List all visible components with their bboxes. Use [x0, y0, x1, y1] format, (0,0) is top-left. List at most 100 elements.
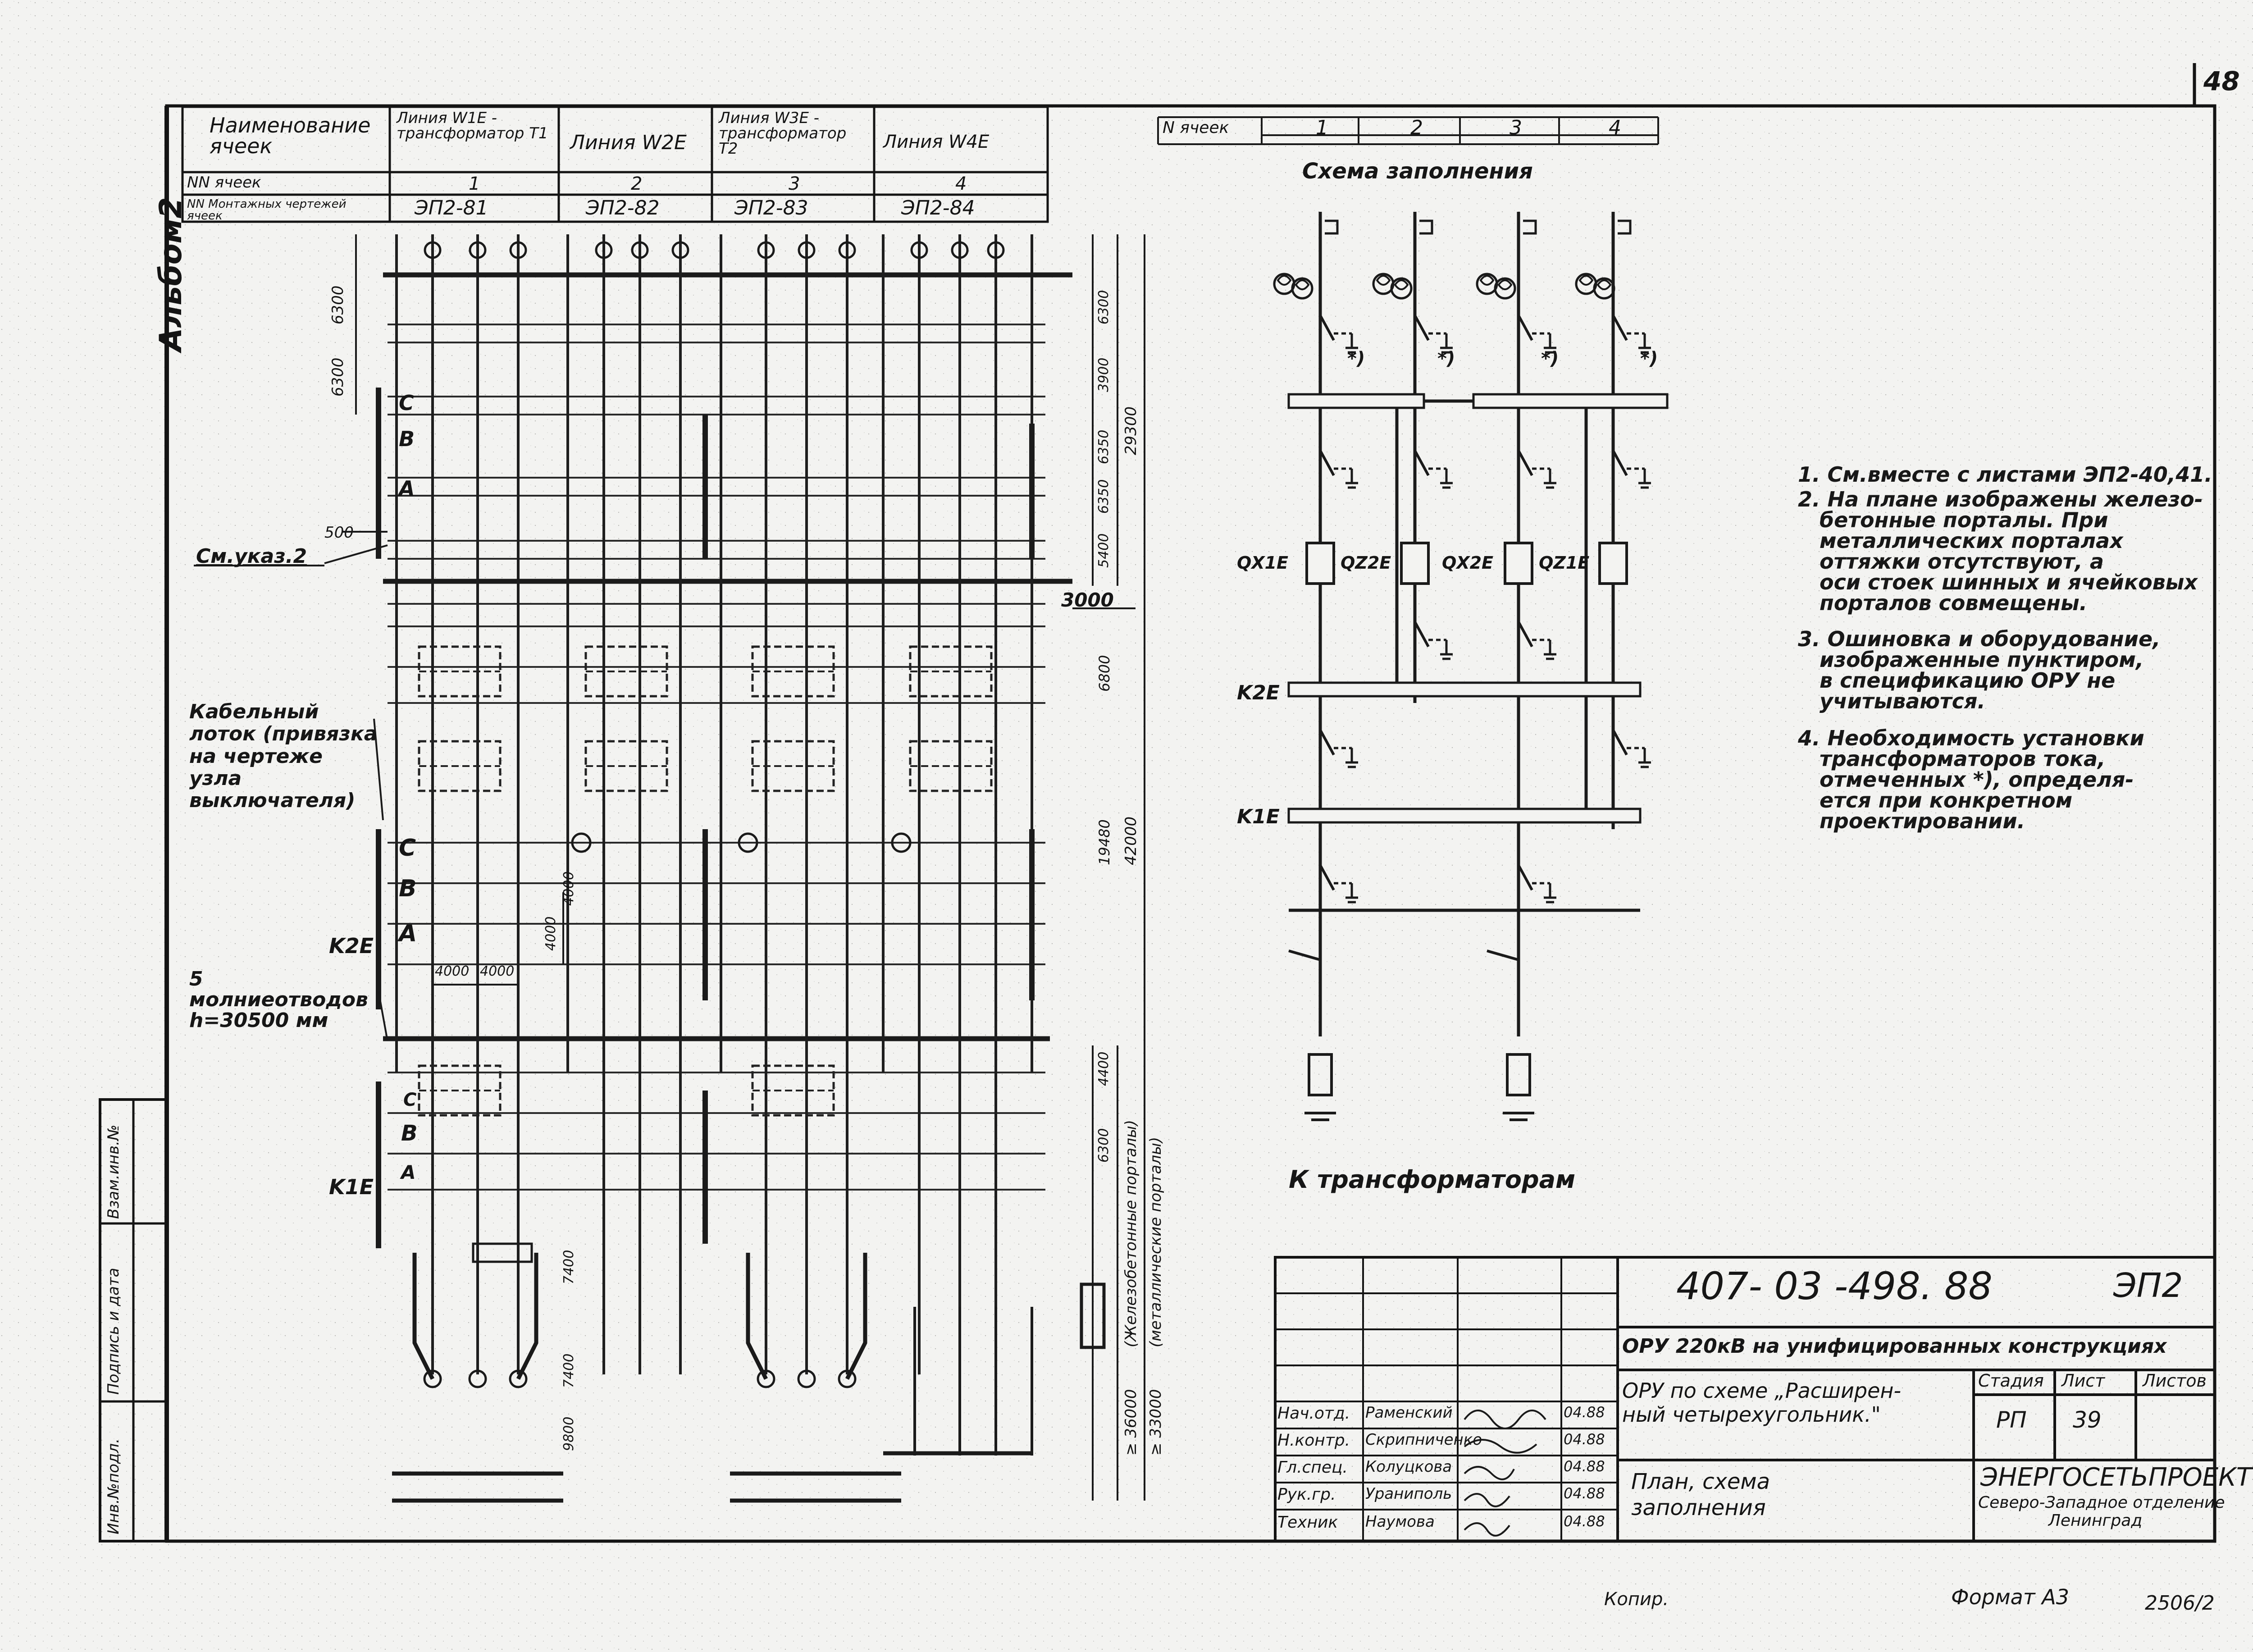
- sheet-mark: ЭП2: [2113, 1266, 2183, 1305]
- sheet-label: Лист: [2061, 1371, 2105, 1391]
- signer-role: Рук.гр.: [1277, 1485, 1336, 1504]
- stamp-inv-orig: Инв.№подл.: [105, 1438, 123, 1534]
- dimension-label: 4000: [543, 916, 559, 951]
- dimension-label: 29300: [1122, 406, 1140, 455]
- cells-strip-number: 1: [1316, 116, 1328, 139]
- sheet-number: 48: [2203, 66, 2240, 96]
- signer-role: Гл.спец.: [1277, 1458, 1348, 1477]
- sheets-label: Листов: [2143, 1371, 2207, 1391]
- page-footer-code: 2506/2: [2145, 1592, 2215, 1615]
- phase-label-a: A: [399, 476, 415, 501]
- scheme-bus-k1e: K1E: [1237, 805, 1280, 828]
- dimension-label: 7400: [561, 1250, 577, 1284]
- subject-title: ОРУ по схеме „Расширен- ный четырехуголь…: [1622, 1378, 1902, 1427]
- general-note: 4. Необходимость установки трансформатор…: [1798, 726, 2144, 833]
- album-label: Альбом2: [153, 197, 189, 351]
- signer-date: 04.88: [1564, 1485, 1605, 1502]
- dimension-label: 9800: [561, 1416, 577, 1451]
- dimension-label: 3000: [1061, 589, 1114, 611]
- scheme-bus-k2e: K2E: [1237, 681, 1280, 704]
- signer-role: Н.контр.: [1277, 1431, 1350, 1450]
- dimension-label: 4000: [435, 963, 470, 979]
- ct-mark: *): [1347, 348, 1365, 369]
- cells-row-drawings-label: NN Монтажных чертежей ячеек: [187, 197, 347, 223]
- cell-drawing: ЭП2-82: [586, 196, 660, 219]
- cell-number: 1: [469, 173, 480, 194]
- cell-name: Линия W2E: [570, 131, 687, 154]
- to-transformers-label: К трансформаторам: [1289, 1165, 1576, 1194]
- breaker-label: QX2E: [1442, 553, 1493, 573]
- general-note: 3. Ошиновка и оборудование, изображенные…: [1798, 627, 2161, 713]
- signer-date: 04.88: [1564, 1513, 1605, 1530]
- cell-number: 3: [789, 173, 800, 194]
- drawing-name: План, схема заполнения: [1631, 1469, 1770, 1520]
- cell-drawing: ЭП2-83: [734, 196, 808, 219]
- cells-strip-number: 4: [1609, 116, 1621, 139]
- dimension-label: 6350: [1096, 479, 1112, 514]
- copied-by: Копир.: [1604, 1589, 1669, 1610]
- cell-number: 4: [955, 173, 967, 194]
- phase-label-b: B: [399, 875, 417, 902]
- dimension-label: 4400: [1096, 1051, 1112, 1086]
- dimension-label: 6300: [1096, 1128, 1112, 1163]
- dimension-label: 6800: [1096, 655, 1113, 692]
- cells-strip-number: 3: [1510, 116, 1522, 139]
- signer-date: 04.88: [1564, 1458, 1605, 1475]
- signer-date: 04.88: [1564, 1404, 1605, 1421]
- phase-label-a: A: [399, 920, 417, 947]
- callout-see-note-2: См.указ.2: [196, 545, 307, 568]
- dimension-label: 6300: [329, 357, 347, 397]
- dimension-label: 500: [324, 524, 354, 542]
- cell-drawing: ЭП2-84: [901, 196, 975, 219]
- phase-label-a: A: [401, 1161, 416, 1183]
- phase-label-c: C: [399, 391, 414, 415]
- dimension-note-metal: (металлические порталы): [1147, 1136, 1165, 1347]
- dimension-label-min: ≥ 33000: [1147, 1389, 1165, 1456]
- dimension-label: 19480: [1096, 819, 1113, 865]
- organization-branch: Северо-Западное отделение Ленинград: [1978, 1493, 2225, 1530]
- phase-label-b: B: [399, 427, 415, 451]
- phase-label-c: C: [399, 835, 416, 862]
- breaker-label: QZ1E: [1539, 553, 1590, 573]
- ct-mark: *): [1640, 348, 1658, 369]
- drawing-code: 407- 03 -498. 88: [1676, 1264, 1993, 1308]
- dimension-label: 4000: [480, 963, 515, 979]
- project-title: ОРУ 220кВ на унифицированных конструкция…: [1622, 1335, 2167, 1358]
- signer-date: 04.88: [1564, 1431, 1605, 1448]
- cells-row-numbers-label: NN ячеек: [187, 173, 261, 192]
- cells-header-label: Наименование ячеек: [210, 113, 371, 158]
- dimension-label: 3900: [1096, 357, 1112, 392]
- stage-value: РП: [1996, 1407, 2027, 1433]
- dimension-label: 7400: [561, 1353, 577, 1388]
- cell-number: 2: [631, 173, 643, 194]
- general-note: 2. На плане изображены железо- бетонные …: [1798, 487, 2203, 615]
- cell-name: Линия W3E - трансформатор Т2: [719, 109, 847, 158]
- dimension-label-min: ≥ 36000: [1122, 1389, 1140, 1456]
- stage-label: Стадия: [1978, 1371, 2044, 1391]
- lightning-rods-label: 5 молниеотводов h=30500 мм: [189, 967, 368, 1032]
- dimension-label: 6300: [1096, 290, 1112, 324]
- dimension-note-rc: (Железобетонные порталы): [1122, 1120, 1140, 1347]
- breaker-label: QZ2E: [1341, 553, 1391, 573]
- signer-name: Ураниполь: [1365, 1485, 1452, 1503]
- dimension-label: 6350: [1096, 429, 1112, 464]
- stamp-inv-replaced: Взам.инв.№: [105, 1124, 123, 1219]
- ct-mark: *): [1437, 348, 1455, 369]
- stamp-sign-date: Подпись и дата: [105, 1268, 123, 1395]
- dimension-label: 4000: [561, 871, 577, 906]
- sheet-value: 39: [2073, 1407, 2102, 1433]
- signer-name: Наумова: [1365, 1513, 1435, 1531]
- cell-name: Линия W4E: [883, 132, 990, 152]
- dimension-label: 5400: [1096, 533, 1112, 568]
- cells-strip-label: N ячеек: [1163, 119, 1229, 137]
- signer-role: Нач.отд.: [1277, 1404, 1350, 1423]
- signer-name: Раменский: [1365, 1404, 1453, 1422]
- phase-label-b: B: [401, 1121, 418, 1146]
- cable-tray-label: Кабельный лоток (привязка на чертеже узл…: [189, 700, 378, 812]
- signer-role: Техник: [1277, 1513, 1338, 1532]
- scheme-title: Схема заполнения: [1302, 159, 1533, 184]
- signer-name: Колуцкова: [1365, 1458, 1452, 1476]
- ct-mark: *): [1541, 348, 1559, 369]
